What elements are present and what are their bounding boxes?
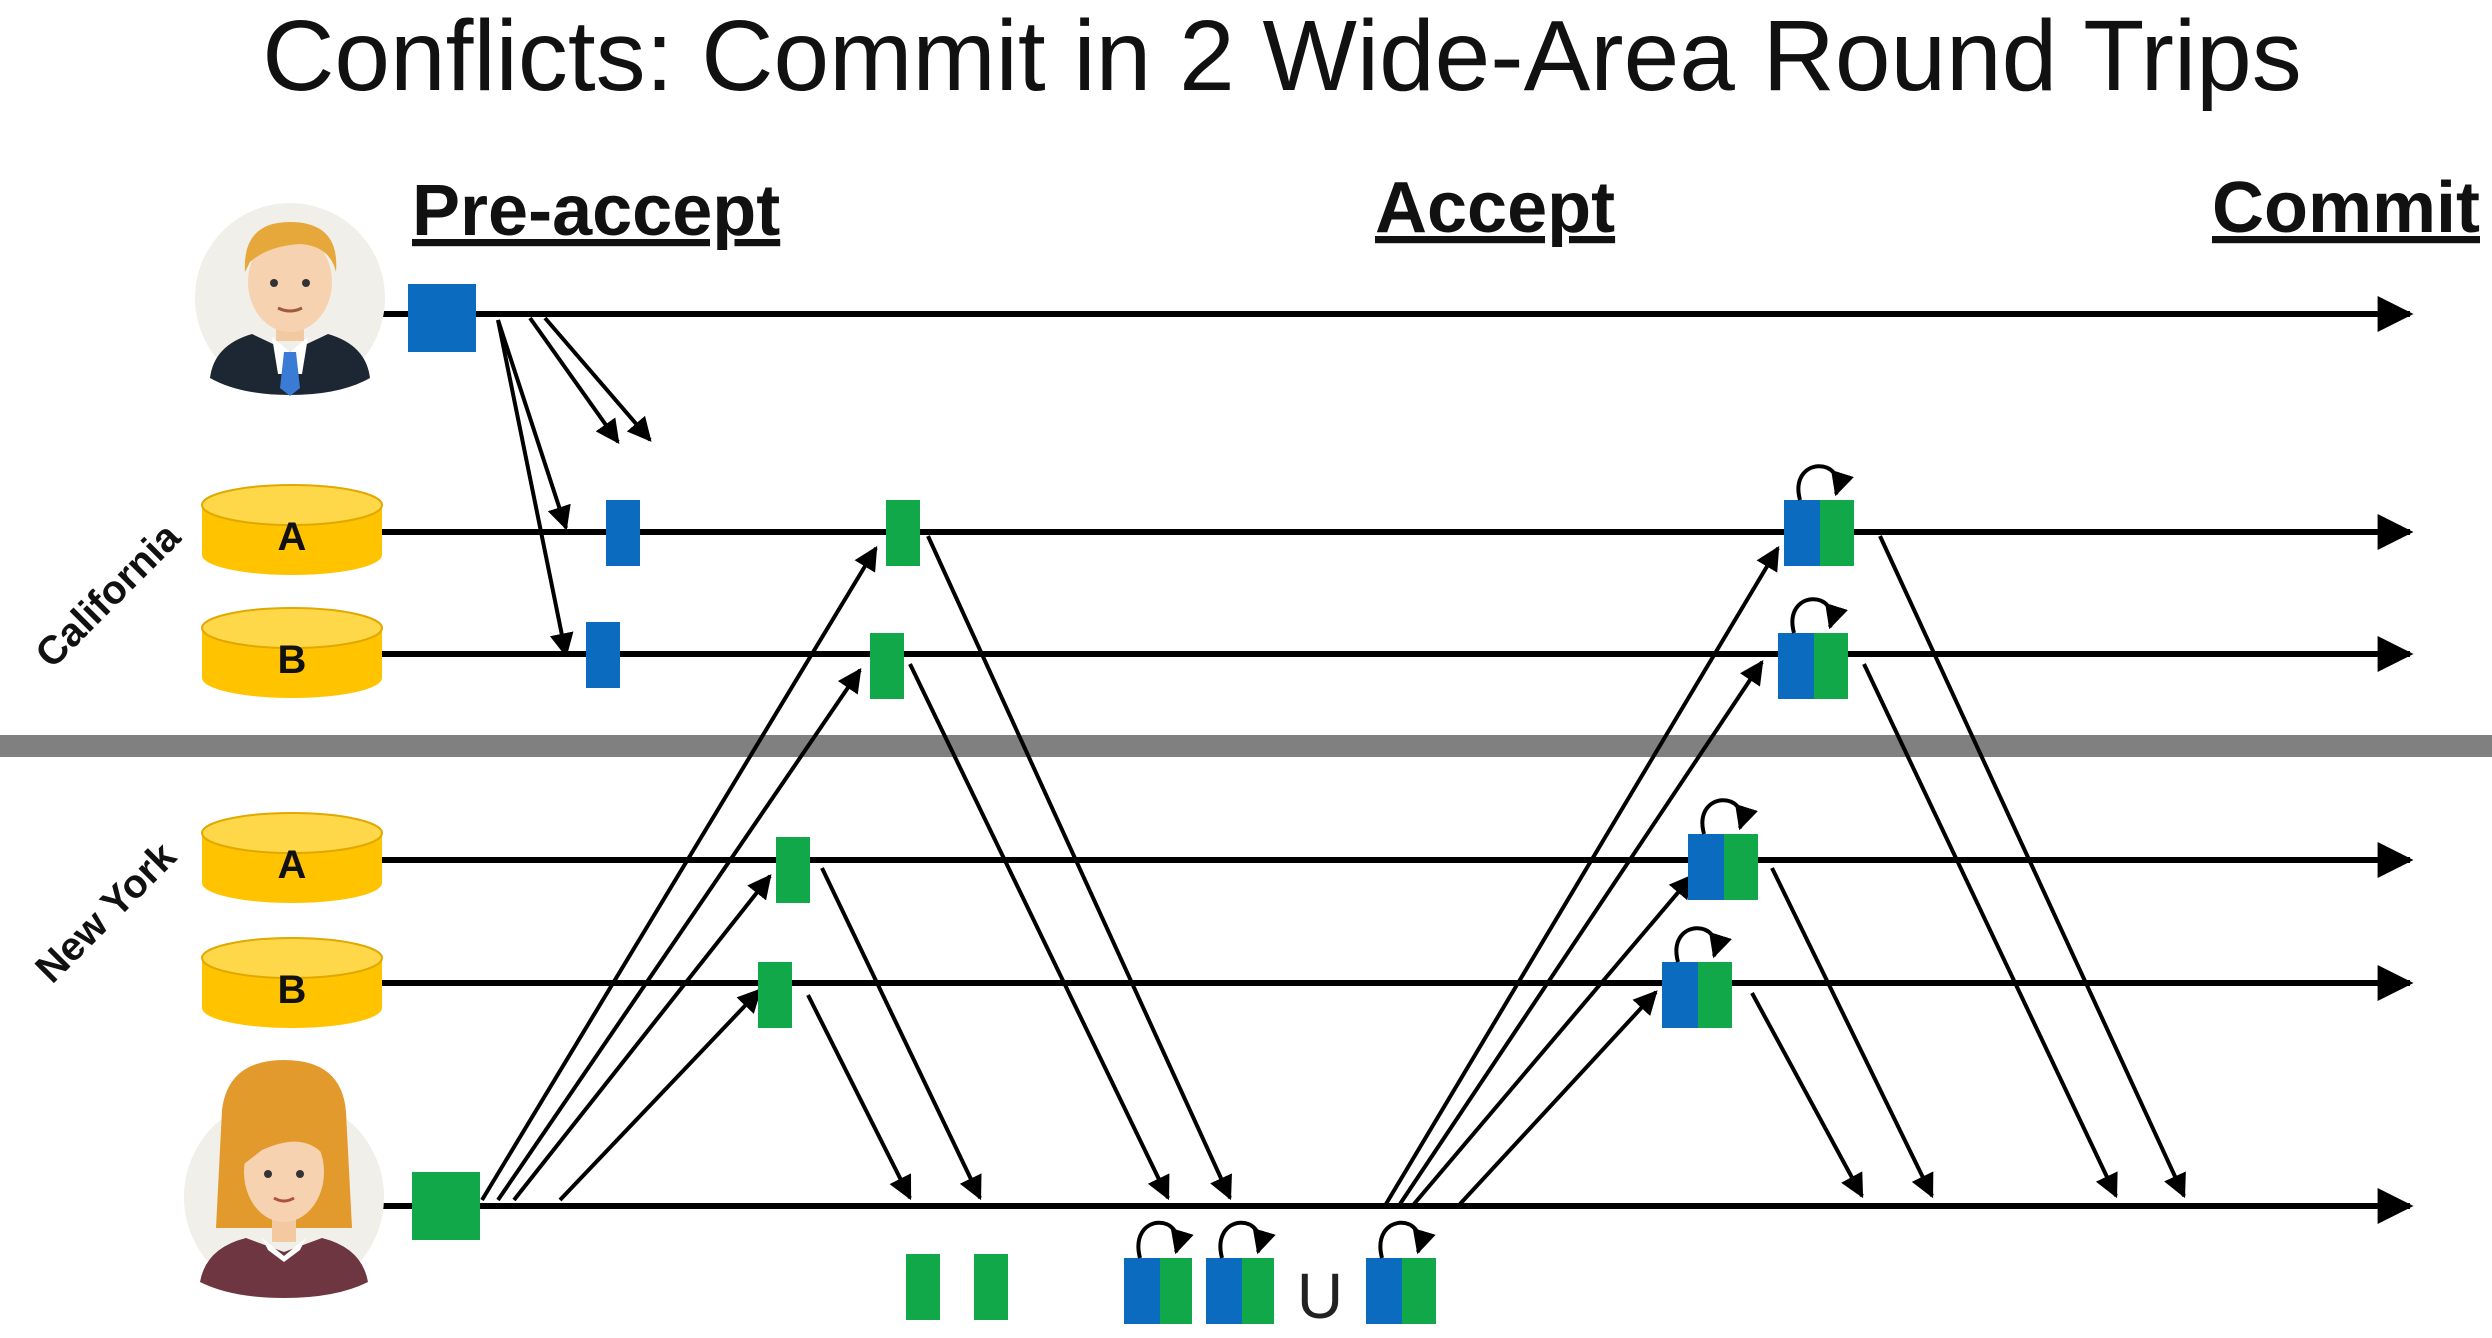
region-label-new-york: New York bbox=[27, 833, 185, 991]
male-user-avatar-icon bbox=[195, 203, 385, 396]
accept-dependency-ca-a bbox=[1784, 464, 1854, 566]
self-loop-arrow-icon bbox=[1674, 926, 1732, 963]
phase-accept: Accept bbox=[1375, 168, 1615, 248]
accept-replies bbox=[1750, 535, 2186, 1199]
reply-dependency-ca-a bbox=[1206, 1220, 1276, 1324]
pre-accept-green-ny-a bbox=[776, 837, 810, 903]
pre-accept-blue-messages bbox=[496, 316, 652, 658]
union-symbol: U bbox=[1297, 1260, 1343, 1332]
command-green-origin bbox=[412, 1172, 480, 1240]
self-loop-arrow-icon bbox=[1136, 1220, 1194, 1259]
region-divider bbox=[0, 735, 2492, 757]
command-blue-origin bbox=[408, 284, 476, 352]
phase-commit: Commit bbox=[2212, 168, 2480, 248]
self-loop-arrow-icon bbox=[1378, 1220, 1436, 1259]
pre-accept-replies bbox=[806, 535, 1232, 1201]
self-loop-arrow-icon bbox=[1796, 464, 1854, 501]
female-user-avatar-icon bbox=[184, 1060, 384, 1298]
pre-accept-green-ny-b bbox=[758, 962, 792, 1028]
accept-dependency-ny-b bbox=[1662, 926, 1732, 1028]
accept-messages bbox=[1384, 545, 1780, 1206]
database-cylinder-icon bbox=[201, 937, 383, 1028]
replica-label-ny-b: B bbox=[278, 968, 307, 1012]
pre-accept-green-ca-b bbox=[870, 633, 904, 699]
database-cylinder-icon bbox=[201, 607, 383, 698]
phase-pre-accept: Pre-accept bbox=[412, 171, 780, 251]
reply-dependency-ca-b bbox=[1124, 1220, 1194, 1324]
accept-dependency-ny-a bbox=[1688, 798, 1758, 900]
replica-label-ca-b: B bbox=[278, 638, 307, 682]
self-loop-arrow-icon bbox=[1218, 1220, 1276, 1259]
self-loop-arrow-icon bbox=[1700, 798, 1758, 835]
replica-label-ca-a: A bbox=[278, 515, 307, 559]
database-cylinder-icon bbox=[201, 812, 383, 903]
region-label-california: California bbox=[27, 514, 189, 676]
self-loop-arrow-icon bbox=[1790, 597, 1848, 634]
page-title: Conflicts: Commit in 2 Wide-Area Round T… bbox=[262, 0, 2302, 112]
pre-accept-green-ca-a bbox=[886, 500, 920, 566]
pre-accept-green-messages bbox=[480, 545, 878, 1202]
pre-accept-blue-ca-b bbox=[586, 622, 620, 688]
replica-label-ny-a: A bbox=[278, 843, 307, 887]
reply-green-ny-a bbox=[974, 1254, 1008, 1320]
database-cylinder-icon bbox=[201, 484, 383, 575]
pre-accept-blue-ca-a bbox=[606, 500, 640, 566]
accept-dependency-ca-b bbox=[1778, 597, 1848, 699]
reply-green-ny-b bbox=[906, 1254, 940, 1320]
merged-dependency bbox=[1366, 1220, 1436, 1324]
